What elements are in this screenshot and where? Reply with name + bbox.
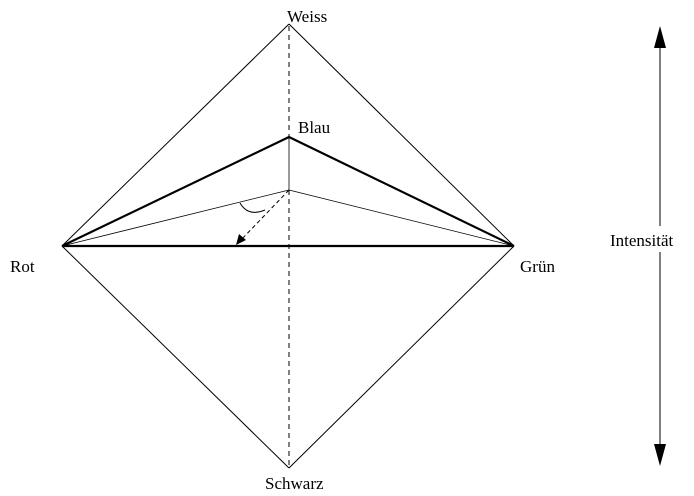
saturation-vector-line — [239, 189, 290, 242]
saturation-vector — [236, 189, 290, 245]
label-rot: Rot — [10, 257, 35, 276]
color-triangle — [61, 136, 515, 248]
saturation-arrowhead — [236, 234, 246, 245]
inner-edge-red — [61, 189, 290, 247]
hue-angle-marker — [239, 202, 266, 213]
edge-black-red — [61, 245, 290, 469]
intensity-arrowhead-down — [654, 444, 666, 466]
triangle-edge-red-blue — [61, 136, 290, 247]
color-plane-inner — [61, 138, 515, 247]
edge-white-red — [61, 23, 290, 247]
hue-angle-arc — [239, 202, 266, 213]
outer-diamond — [61, 23, 515, 469]
label-gruen: Grün — [520, 257, 555, 276]
label-schwarz: Schwarz — [265, 474, 324, 493]
inner-edge-green — [288, 189, 515, 247]
intensity-arrow — [654, 26, 666, 466]
label-weiss: Weiss — [287, 7, 327, 26]
edge-white-green — [288, 23, 515, 247]
edge-black-green — [288, 245, 515, 469]
label-intensitaet: Intensität — [610, 231, 674, 250]
triangle-edge-blue-green — [288, 136, 515, 247]
intensity-arrowhead-up — [654, 26, 666, 48]
label-blau: Blau — [298, 118, 331, 137]
